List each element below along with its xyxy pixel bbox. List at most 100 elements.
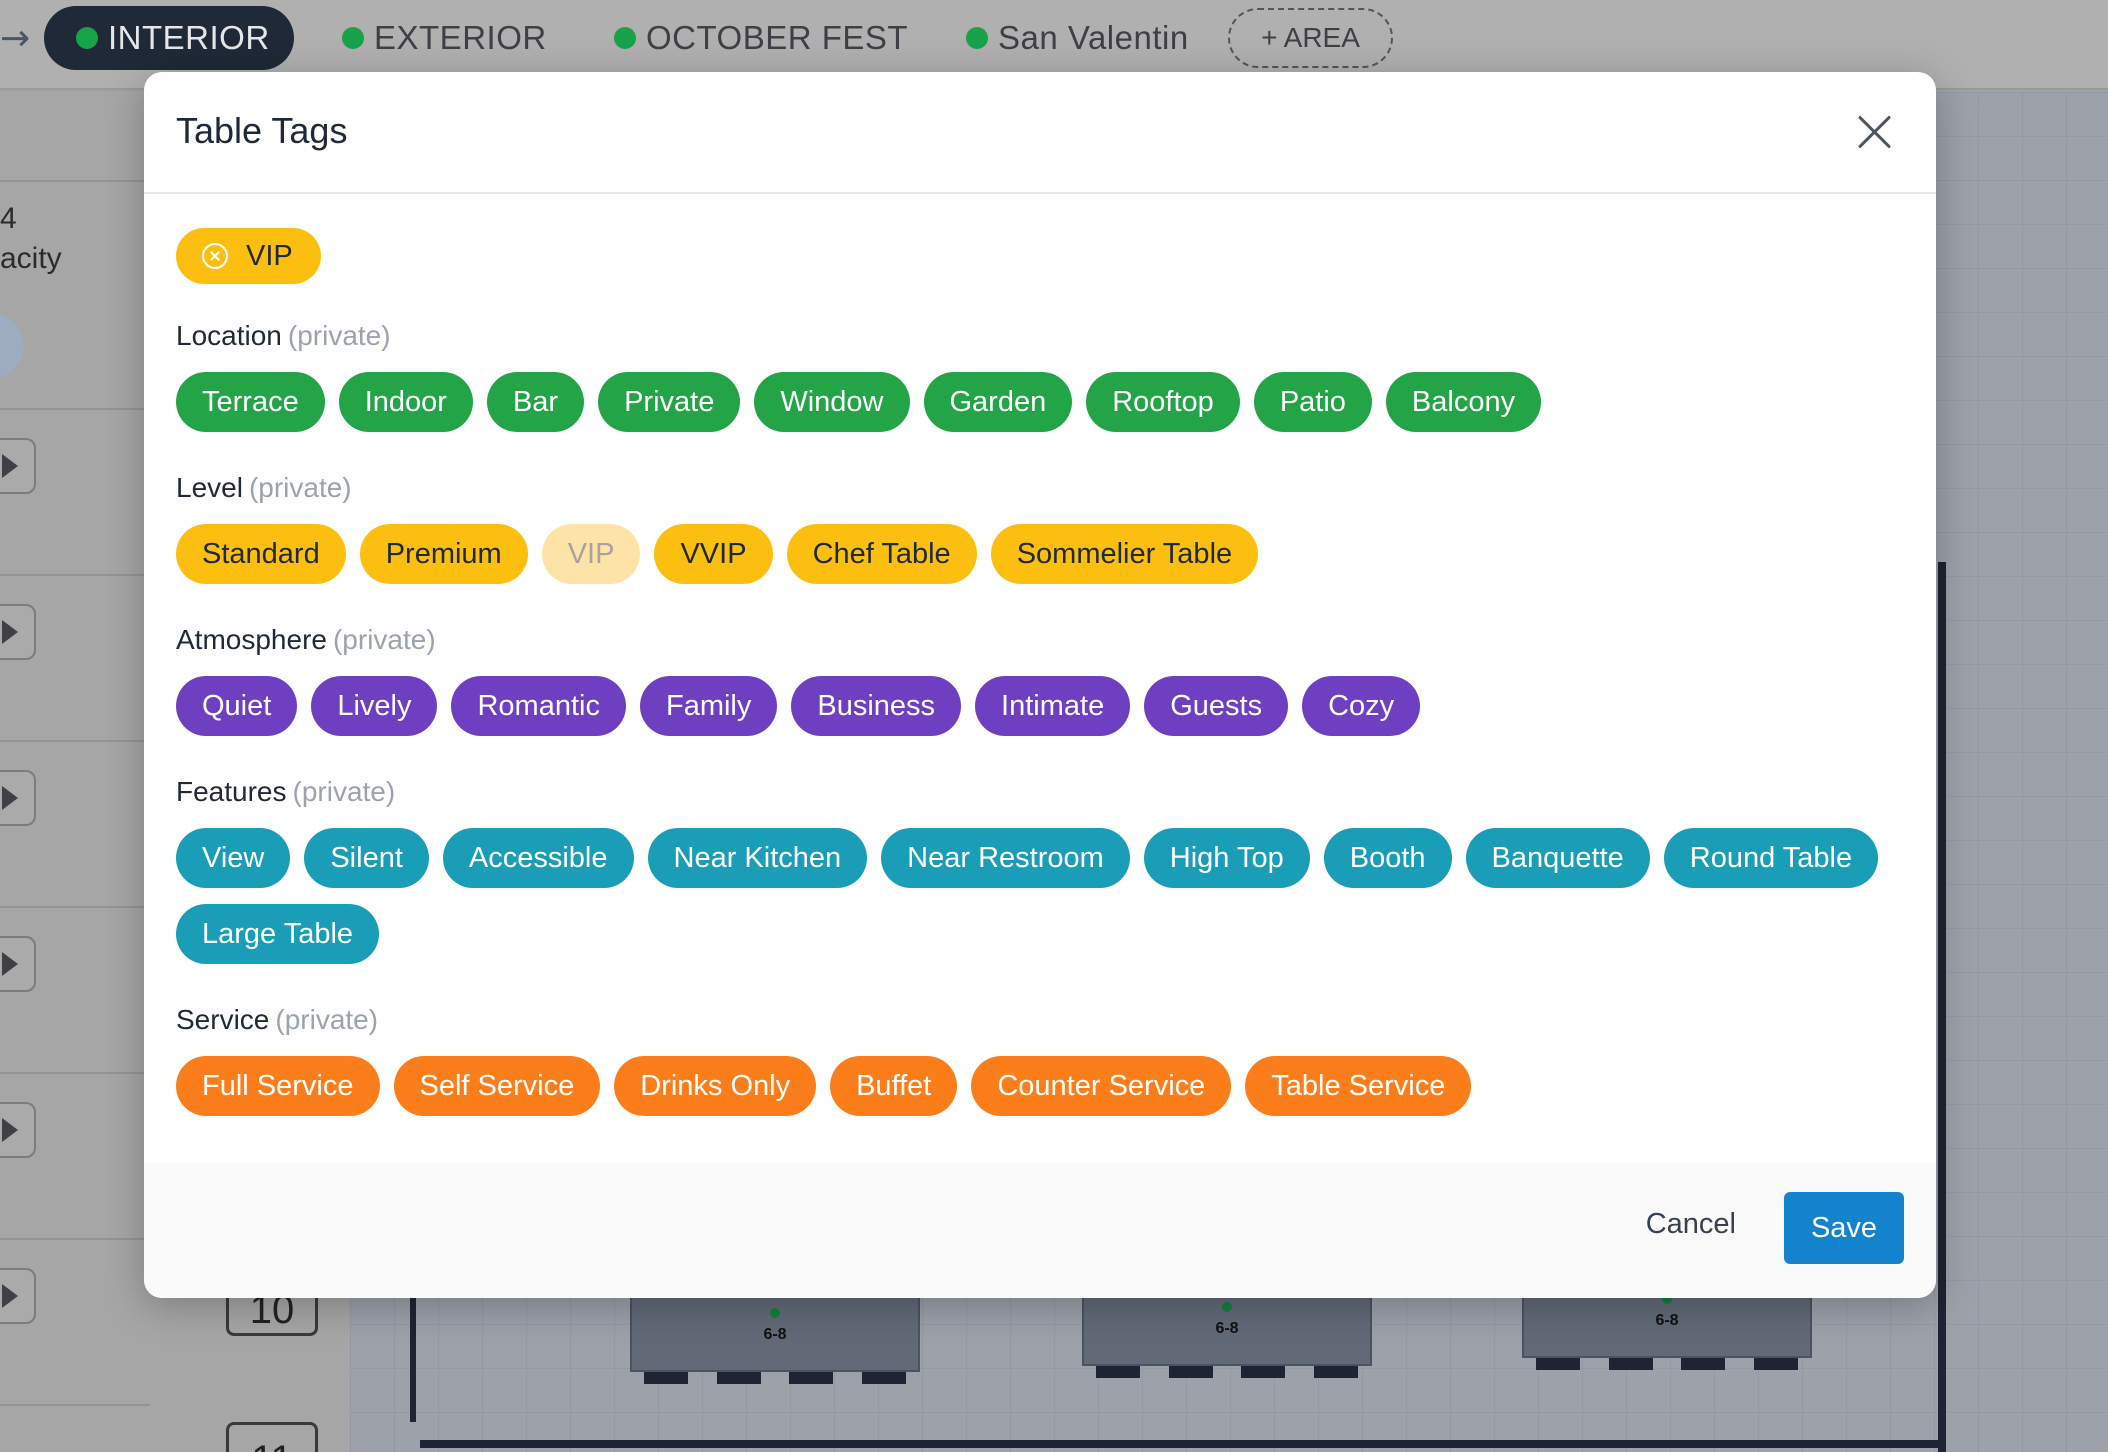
expand-row-button[interactable]: [0, 936, 36, 992]
section-name: Service: [176, 1004, 270, 1035]
tag-cozy[interactable]: Cozy: [1302, 676, 1421, 736]
wall: [1938, 562, 1946, 1452]
expand-row-button[interactable]: [0, 1268, 36, 1324]
tag-accessible[interactable]: Accessible: [442, 828, 634, 888]
divider: [0, 906, 150, 908]
tab-interior[interactable]: INTERIOR: [44, 6, 294, 70]
tab-label: OCTOBER FEST: [646, 19, 909, 56]
tag-high-top[interactable]: High Top: [1143, 828, 1310, 888]
tag-full-service[interactable]: Full Service: [176, 1056, 380, 1116]
status-dot-icon: [1662, 1294, 1672, 1304]
avatar: [0, 314, 24, 378]
tag-buffet[interactable]: Buffet: [830, 1056, 958, 1116]
tag-garden[interactable]: Garden: [923, 372, 1073, 432]
tag-banquette[interactable]: Banquette: [1465, 828, 1650, 888]
private-label: (private): [292, 776, 396, 807]
private-label: (private): [275, 1004, 379, 1035]
table-tags-modal: Table Tags VIP Location(private) Terrace…: [144, 72, 1936, 1298]
status-dot-icon: [342, 27, 364, 49]
tag-private[interactable]: Private: [598, 372, 741, 432]
section-title-location: Location(private): [176, 320, 1904, 354]
section-name: Features: [176, 776, 287, 807]
status-dot-icon: [1222, 1302, 1232, 1312]
divider: [0, 740, 150, 742]
expand-row-button[interactable]: [0, 1102, 36, 1158]
status-dot-icon: [614, 27, 636, 49]
status-dot-icon: [76, 27, 98, 49]
tag-terrace[interactable]: Terrace: [176, 372, 325, 432]
tag-sommelier-table[interactable]: Sommelier Table: [990, 524, 1259, 584]
section-name: Atmosphere: [176, 624, 327, 655]
tag-indoor[interactable]: Indoor: [338, 372, 473, 432]
tag-chef-table[interactable]: Chef Table: [786, 524, 977, 584]
tag-vvip[interactable]: VVIP: [654, 524, 773, 584]
section-name: Location: [176, 320, 282, 351]
divider: [0, 408, 150, 410]
chairs: [1536, 1358, 1798, 1370]
expand-row-button[interactable]: [0, 770, 36, 826]
section-name: Level: [176, 472, 243, 503]
expand-row-button[interactable]: [0, 438, 36, 494]
table-capacity: 6-8: [1655, 1312, 1679, 1329]
table-capacity: 6-8: [763, 1326, 787, 1343]
tab-october-fest[interactable]: OCTOBER FEST: [614, 6, 908, 70]
tag-booth[interactable]: Booth: [1323, 828, 1452, 888]
remove-circle-icon[interactable]: [202, 243, 228, 269]
tab-san-valentin[interactable]: San Valentin: [966, 6, 1189, 70]
tag-round-table[interactable]: Round Table: [1663, 828, 1879, 888]
atmosphere-tags: Quiet Lively Romantic Family Business In…: [176, 676, 1904, 736]
tag-near-restroom[interactable]: Near Restroom: [881, 828, 1130, 888]
tag-guests[interactable]: Guests: [1144, 676, 1289, 736]
tag-window[interactable]: Window: [754, 372, 910, 432]
table-number-box[interactable]: 11: [226, 1422, 318, 1452]
tag-intimate[interactable]: Intimate: [975, 676, 1131, 736]
tag-drinks-only[interactable]: Drinks Only: [614, 1056, 817, 1116]
tag-romantic[interactable]: Romantic: [451, 676, 626, 736]
add-area-button[interactable]: + AREA: [1228, 8, 1393, 68]
tag-premium[interactable]: Premium: [359, 524, 528, 584]
tag-bar[interactable]: Bar: [486, 372, 585, 432]
tag-business[interactable]: Business: [791, 676, 962, 736]
tag-rooftop[interactable]: Rooftop: [1086, 372, 1240, 432]
tag-patio[interactable]: Patio: [1253, 372, 1372, 432]
selected-tag-label: VIP: [246, 239, 293, 272]
table-capacity: 6-8: [1215, 1320, 1239, 1337]
private-label: (private): [248, 472, 352, 503]
tag-vip: VIP: [541, 524, 641, 584]
tab-label: San Valentin: [998, 19, 1189, 56]
location-tags: Terrace Indoor Bar Private Window Garden…: [176, 372, 1904, 432]
features-tags: View Silent Accessible Near Kitchen Near…: [176, 828, 1904, 964]
divider: [0, 574, 150, 576]
tag-near-kitchen[interactable]: Near Kitchen: [647, 828, 868, 888]
tag-lively[interactable]: Lively: [311, 676, 438, 736]
private-label: (private): [332, 624, 436, 655]
tag-large-table[interactable]: Large Table: [176, 904, 380, 964]
modal-header: Table Tags: [144, 72, 1936, 194]
chairs: [1096, 1366, 1358, 1378]
capacity-number: 4: [0, 202, 17, 235]
tag-balcony[interactable]: Balcony: [1385, 372, 1542, 432]
save-button[interactable]: Save: [1784, 1192, 1904, 1264]
arrow-right-icon[interactable]: →: [0, 18, 31, 59]
selected-tag-vip[interactable]: VIP: [176, 228, 321, 284]
expand-row-button[interactable]: [0, 604, 36, 660]
tag-self-service[interactable]: Self Service: [393, 1056, 601, 1116]
level-tags: Standard Premium VIP VVIP Chef Table Som…: [176, 524, 1904, 584]
tag-counter-service[interactable]: Counter Service: [971, 1056, 1232, 1116]
status-dot-icon: [770, 1308, 780, 1318]
tag-quiet[interactable]: Quiet: [176, 676, 298, 736]
tag-silent[interactable]: Silent: [304, 828, 429, 888]
tab-label: EXTERIOR: [374, 19, 547, 56]
status-dot-icon: [966, 27, 988, 49]
close-icon[interactable]: [1854, 112, 1894, 152]
divider: [0, 180, 150, 182]
divider: [0, 1072, 150, 1074]
chairs: [644, 1372, 906, 1384]
cancel-button[interactable]: Cancel: [1645, 1208, 1736, 1240]
tag-standard[interactable]: Standard: [176, 524, 346, 584]
tag-view[interactable]: View: [176, 828, 291, 888]
tab-exterior[interactable]: EXTERIOR: [342, 6, 547, 70]
tag-table-service[interactable]: Table Service: [1245, 1056, 1472, 1116]
tag-family[interactable]: Family: [639, 676, 778, 736]
capacity-label: acity: [0, 242, 62, 275]
